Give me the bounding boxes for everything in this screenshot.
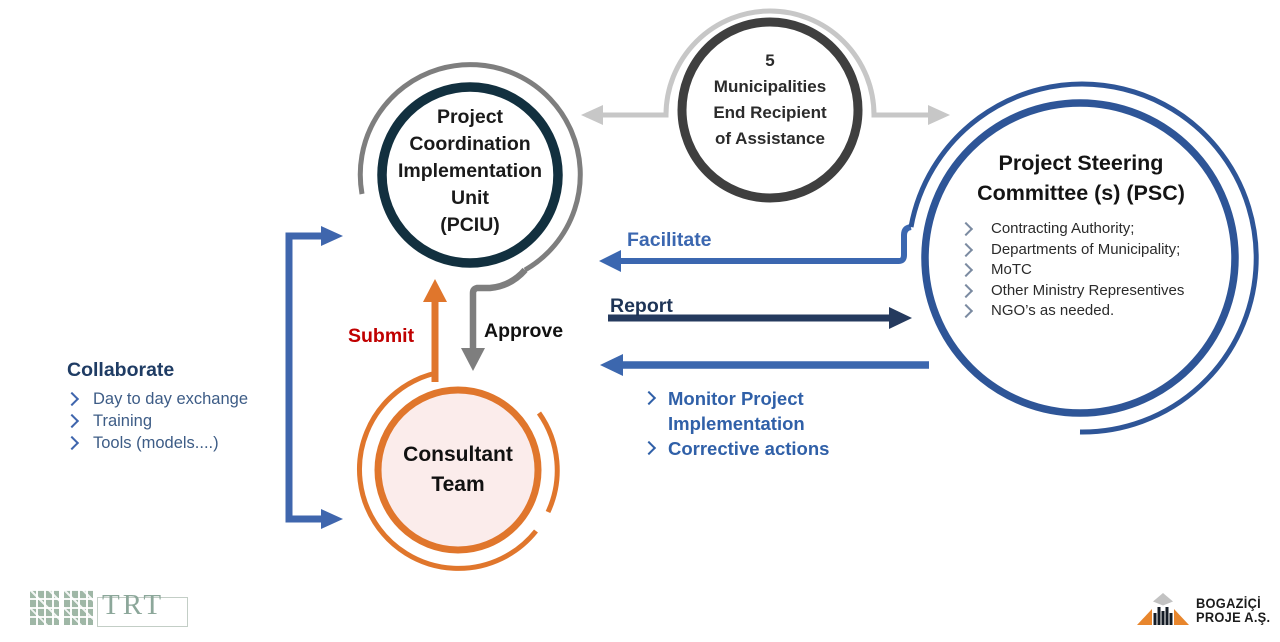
psc-outer-arc [908,81,1259,435]
psc-title-line: Committee (s) (PSC) [977,181,1185,205]
municipalities-label: 5 Municipalities End Recipient of Assist… [688,48,852,152]
chevron-bullet-icon [64,413,80,429]
list-item: Contracting Authority; [958,219,1227,240]
pciu-circle [377,82,563,268]
chevron-bullet-icon [958,242,974,257]
list-item: Tools (models....) [64,432,307,454]
submit-arrow [423,279,447,382]
chevron-bullet-icon [64,435,80,451]
list-item-label: Training [93,412,152,430]
pciu-line: (PCIU) [440,214,500,236]
trt-logo-text: TRT [102,589,165,621]
bogazici-name-line: BOGAZİÇİ [1196,596,1261,611]
chevron-bullet-icon [958,283,974,298]
chevron-bullet-icon [958,303,974,319]
report-arrowhead-icon [889,307,912,329]
trt-logo-frame [97,597,188,627]
collaborate-title: Collaborate [67,359,175,381]
chevron-bullet-icon [641,440,657,456]
consultant-circle [374,386,542,554]
approve-arrowhead-icon [461,348,485,371]
collaborate-block: Collaborate Day to day exchange Training… [64,357,307,454]
bogazici-logo-text: BOGAZİÇİ PROJE A.Ş. [1196,597,1270,625]
pciu-line: Unit [451,187,489,209]
list-item-label: Other Ministry Representives [991,281,1185,299]
arrowhead-right-icon [928,105,950,125]
bogazici-logo: BOGAZİÇİ PROJE A.Ş. [1136,592,1274,630]
municipalities-line: 5 [765,51,775,70]
psc-title-line: Project Steering [998,151,1164,175]
municipalities-line: of Assistance [715,129,825,148]
consultant-team-label: Consultant Team [375,440,541,500]
psc-content: Project Steering Committee (s) (PSC) Con… [935,148,1227,322]
facilitate-arrow [599,224,912,272]
trt-map-icon [30,590,59,625]
list-item: NGO’s as needed. [958,301,1227,322]
list-item-label: Day to day exchange [93,390,249,408]
chevron-bullet-icon [958,262,974,278]
list-item-label: MoTC [991,261,1032,278]
submit-arrowhead-icon [423,279,447,302]
list-item: Training [64,410,307,432]
collaborate-bracket-arrow [285,226,343,529]
municipalities-circle [677,17,863,203]
municipalities-distribution-arrow [581,8,950,125]
chevron-bullet-icon [641,390,657,406]
submit-label: Submit [348,325,415,347]
municipalities-line: Municipalities [713,77,827,96]
psc-title: Project Steering Committee (s) (PSC) [935,148,1227,208]
list-item-label: NGO’s as needed. [991,302,1115,319]
list-item: Monitor Project Implementation [641,386,852,436]
pciu-arc [357,62,583,371]
pciu-label: Project Coordination Implementation Unit… [380,104,560,239]
chevron-bullet-icon [958,221,974,237]
report-arrow [608,307,912,329]
bracket-top-arrowhead-icon [321,226,343,246]
chevron-bullet-icon [64,391,80,407]
psc-circle [921,99,1239,417]
monitor-arrow [600,354,929,376]
consultant-line: Consultant [403,443,513,466]
pciu-line: Implementation [397,160,543,182]
collaborate-list: Day to day exchange Training Tools (mode… [64,388,307,454]
bogazici-name-line: PROJE A.Ş. [1196,610,1271,625]
bracket-bottom-arrowhead-icon [321,509,343,529]
municipalities-line: End Recipient [713,103,827,122]
list-item: Departments of Municipality; [958,240,1227,261]
trt-logo: TRT [28,588,228,633]
arrowhead-left-icon [581,105,603,125]
pciu-line: Coordination [409,133,531,155]
list-item: Other Ministry Representives [958,281,1227,302]
facilitate-label: Facilitate [627,229,712,251]
list-item-label: Contracting Authority; [991,220,1135,237]
list-item: MoTC [958,260,1227,281]
facilitate-arrowhead-icon [599,250,621,272]
list-item-label: Monitor Project Implementation [668,388,805,434]
report-label: Report [610,295,673,317]
approve-label: Approve [484,320,564,342]
list-item: Day to day exchange [64,388,307,410]
list-item-label: Tools (models....) [93,434,219,452]
bogazici-bridge-icon [1137,593,1189,625]
monitor-arrowhead-icon [600,354,623,376]
list-item-label: Departments of Municipality; [991,240,1181,258]
pciu-line: Project [436,106,504,128]
trt-map-icon [64,590,93,625]
list-item: Corrective actions [641,436,852,461]
list-item-label: Corrective actions [668,438,830,459]
psc-member-list: Contracting Authority; Departments of Mu… [935,219,1227,322]
consultant-line: Team [431,473,485,496]
consultant-outer-arc [357,370,560,571]
psc-actions-block: Monitor Project Implementation Correctiv… [641,386,852,461]
